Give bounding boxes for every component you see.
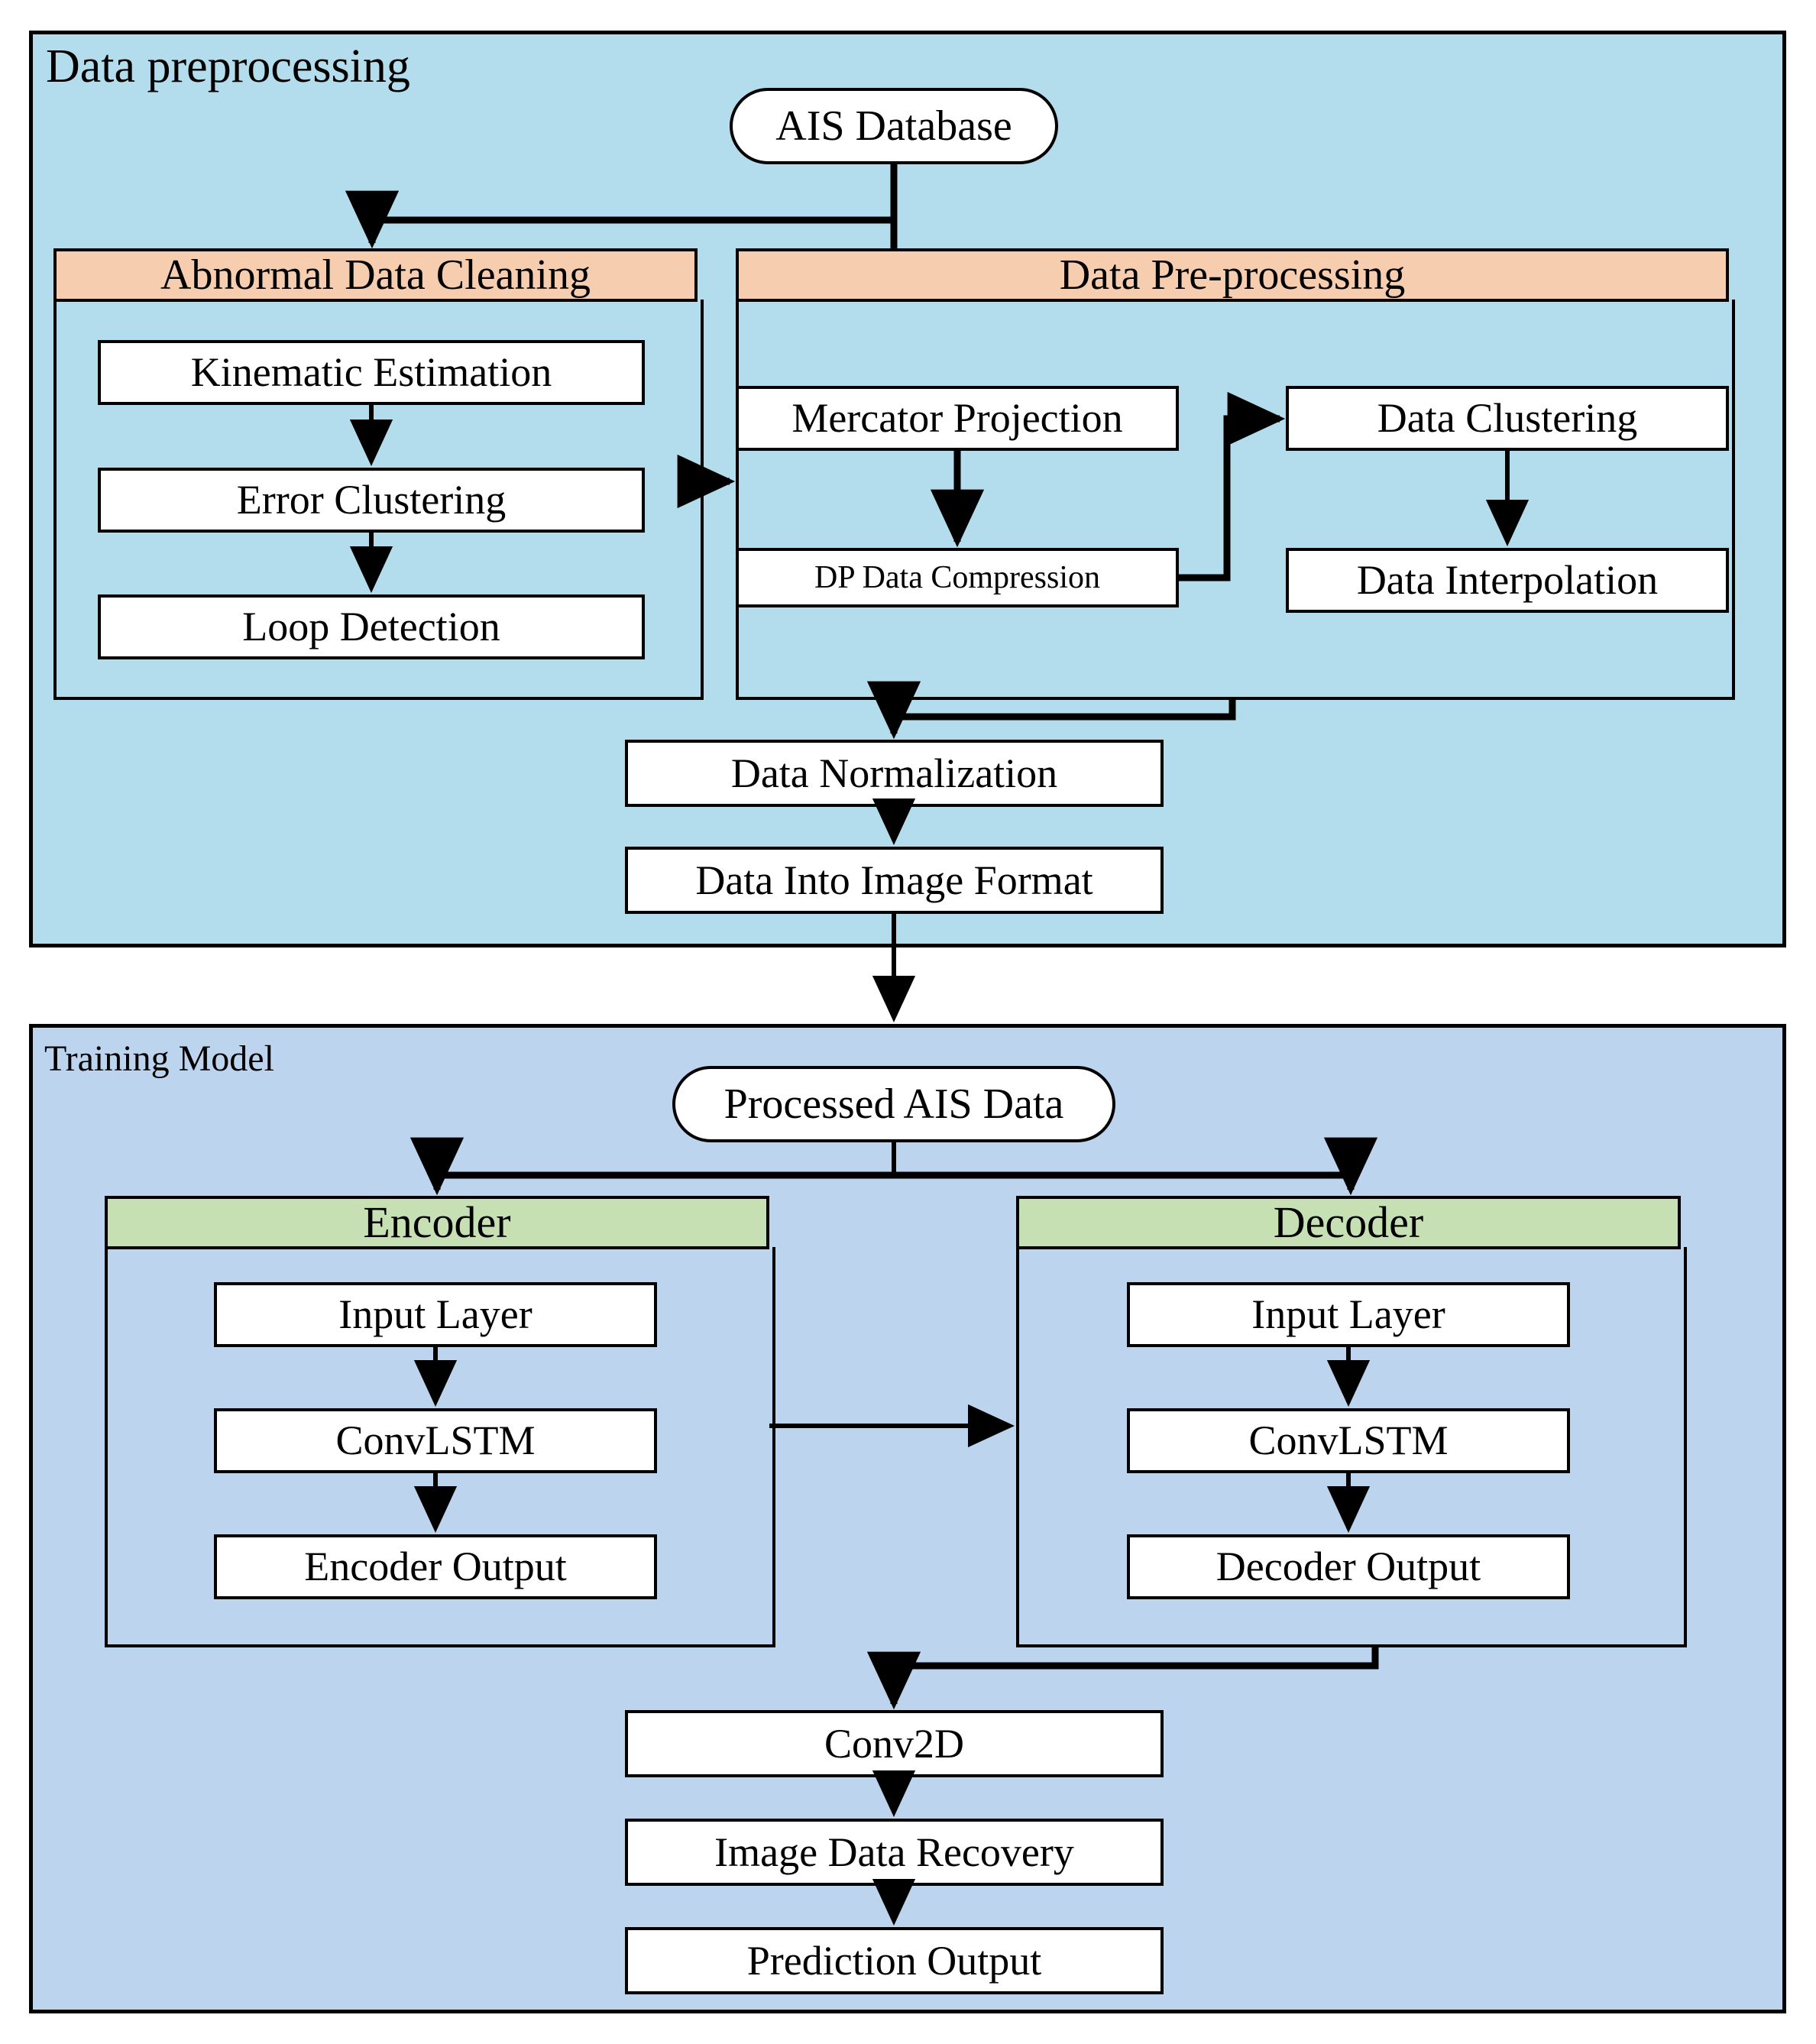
node-loop-detection: Loop Detection xyxy=(98,594,645,659)
node-decoder-input-layer: Input Layer xyxy=(1127,1282,1570,1347)
edge-dp-to-clustering xyxy=(1179,391,1286,581)
node-decoder-convlstm: ConvLSTM xyxy=(1127,1408,1570,1473)
group-header-encoder: Encoder xyxy=(105,1196,769,1249)
region-label-training-model: Training Model xyxy=(44,1038,274,1079)
node-prediction-output: Prediction Output xyxy=(625,1927,1164,1994)
node-dp-data-compression: DP Data Compression xyxy=(736,548,1179,607)
edge-decoder-to-conv2d xyxy=(866,1644,1379,1710)
edge-ais-to-abnormal xyxy=(345,164,898,249)
node-decoder-output: Decoder Output xyxy=(1127,1534,1570,1599)
node-encoder-input-layer: Input Layer xyxy=(214,1282,657,1347)
region-label-data-preprocessing: Data preprocessing xyxy=(46,40,410,92)
node-data-normalization: Data Normalization xyxy=(625,740,1164,807)
node-data-interpolation: Data Interpolation xyxy=(1286,548,1729,613)
group-header-data-pre-processing: Data Pre-processing xyxy=(736,248,1729,302)
node-conv2d: Conv2D xyxy=(625,1710,1164,1777)
node-data-into-image-format: Data Into Image Format xyxy=(625,847,1164,914)
node-data-clustering: Data Clustering xyxy=(1286,386,1729,451)
node-mercator-projection: Mercator Projection xyxy=(736,386,1179,451)
group-data-pre-processing-body xyxy=(736,300,1735,700)
node-kinematic-estimation: Kinematic Estimation xyxy=(98,340,645,405)
group-header-decoder: Decoder xyxy=(1016,1196,1681,1249)
group-header-abnormal-data-cleaning: Abnormal Data Cleaning xyxy=(53,248,698,302)
node-encoder-output: Encoder Output xyxy=(214,1534,657,1599)
terminal-ais-database: AIS Database xyxy=(730,88,1058,164)
terminal-processed-ais-data: Processed AIS Data xyxy=(672,1066,1115,1142)
node-error-clustering: Error Clustering xyxy=(98,468,645,533)
node-encoder-convlstm: ConvLSTM xyxy=(214,1408,657,1473)
edge-preprocessing-to-normalization xyxy=(866,681,1236,740)
